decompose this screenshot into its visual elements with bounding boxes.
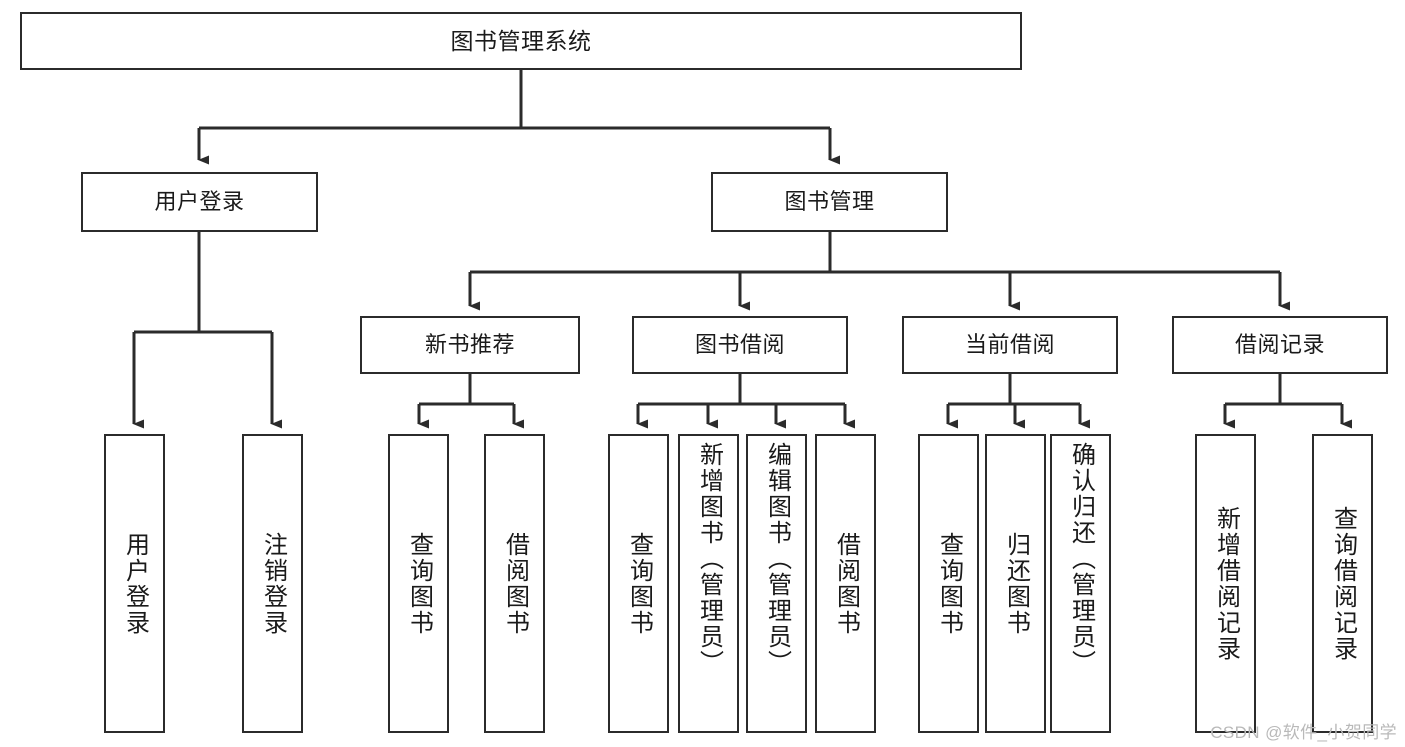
leaf-add-book-admin[interactable]: 新增图书（管理员） [678, 434, 739, 733]
leaf-query-book-recommend[interactable]: 查询图书 [388, 434, 449, 733]
node-book-management[interactable]: 图书管理 [711, 172, 948, 232]
leaf-user-login[interactable]: 用户登录 [104, 434, 165, 733]
node-current-borrow[interactable]: 当前借阅 [902, 316, 1118, 374]
leaf-query-book-current[interactable]: 查询图书 [918, 434, 979, 733]
leaf-query-borrow-record[interactable]: 查询借阅记录 [1312, 434, 1373, 733]
node-label: 确认归还（管理员） [1067, 442, 1095, 676]
node-label: 查询图书 [625, 531, 653, 636]
node-label: 新增图书（管理员） [695, 442, 723, 676]
node-new-book-recommend[interactable]: 新书推荐 [360, 316, 580, 374]
node-label: 查询图书 [405, 531, 433, 636]
node-label: 借阅记录 [1234, 332, 1325, 358]
leaf-edit-book-admin[interactable]: 编辑图书（管理员） [746, 434, 807, 733]
node-label: 图书管理系统 [450, 27, 592, 54]
leaf-borrow-book-recommend[interactable]: 借阅图书 [484, 434, 545, 733]
leaf-query-book-borrow[interactable]: 查询图书 [608, 434, 669, 733]
node-label: 查询借阅记录 [1329, 505, 1357, 662]
leaf-return-book[interactable]: 归还图书 [985, 434, 1046, 733]
leaf-logout-login[interactable]: 注销登录 [242, 434, 303, 733]
node-label: 借阅图书 [501, 531, 529, 636]
node-root-book-management-system[interactable]: 图书管理系统 [20, 12, 1022, 70]
node-label: 注销登录 [259, 531, 287, 636]
node-label: 用户登录 [154, 189, 245, 215]
watermark-text: CSDN @软件_小贺同学 [1210, 723, 1397, 742]
node-label: 查询图书 [935, 531, 963, 636]
node-label: 图书管理 [784, 189, 875, 215]
node-label: 编辑图书（管理员） [763, 442, 791, 676]
node-label: 归还图书 [1002, 531, 1030, 636]
node-label: 当前借阅 [964, 332, 1055, 358]
leaf-add-borrow-record[interactable]: 新增借阅记录 [1195, 434, 1256, 733]
node-label: 新书推荐 [424, 332, 515, 358]
node-label: 借阅图书 [832, 531, 860, 636]
node-borrow-record[interactable]: 借阅记录 [1172, 316, 1388, 374]
node-label: 用户登录 [121, 531, 149, 636]
leaf-confirm-return-admin[interactable]: 确认归还（管理员） [1050, 434, 1111, 733]
node-user-login[interactable]: 用户登录 [81, 172, 318, 232]
leaf-borrow-book[interactable]: 借阅图书 [815, 434, 876, 733]
node-book-borrow[interactable]: 图书借阅 [632, 316, 848, 374]
node-label: 新增借阅记录 [1212, 505, 1240, 662]
node-label: 图书借阅 [694, 332, 785, 358]
